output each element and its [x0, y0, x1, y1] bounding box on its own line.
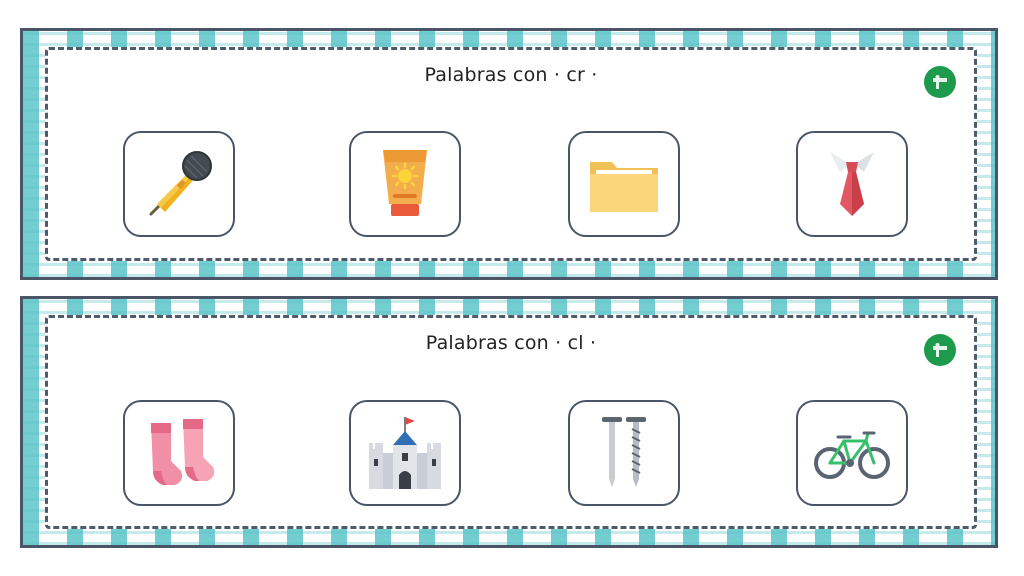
nails-icon: [602, 417, 646, 487]
tile-socks[interactable]: [123, 400, 235, 506]
logo-icon: [933, 75, 947, 89]
logo-badge: [924, 334, 956, 366]
socks-icon: [151, 419, 215, 485]
tile-microphone[interactable]: [123, 131, 235, 237]
bicycle-icon: [814, 431, 890, 479]
microphone-icon: [149, 151, 212, 216]
tie-icon: [830, 152, 874, 216]
tile-castle[interactable]: [349, 400, 461, 506]
word-card-cl: Palabras con · cl ·: [20, 296, 998, 548]
sunscreen-cream-icon: [383, 150, 427, 216]
folder-icon: [590, 162, 658, 212]
tile-folder[interactable]: [568, 131, 680, 237]
card-title: Palabras con · cr ·: [424, 64, 598, 86]
logo-icon: [933, 343, 947, 357]
castle-icon: [369, 417, 441, 489]
logo-badge: [924, 66, 956, 98]
tile-nails[interactable]: [568, 400, 680, 506]
card-inner-frame: Palabras con · cl ·: [45, 315, 977, 529]
card-inner-frame: Palabras con · cr ·: [45, 47, 977, 261]
card-title: Palabras con · cl ·: [425, 332, 597, 354]
word-card-cr: Palabras con · cr ·: [20, 28, 998, 280]
tile-bicycle[interactable]: [796, 400, 908, 506]
tile-tie[interactable]: [796, 131, 908, 237]
tile-sunscreen[interactable]: [349, 131, 461, 237]
